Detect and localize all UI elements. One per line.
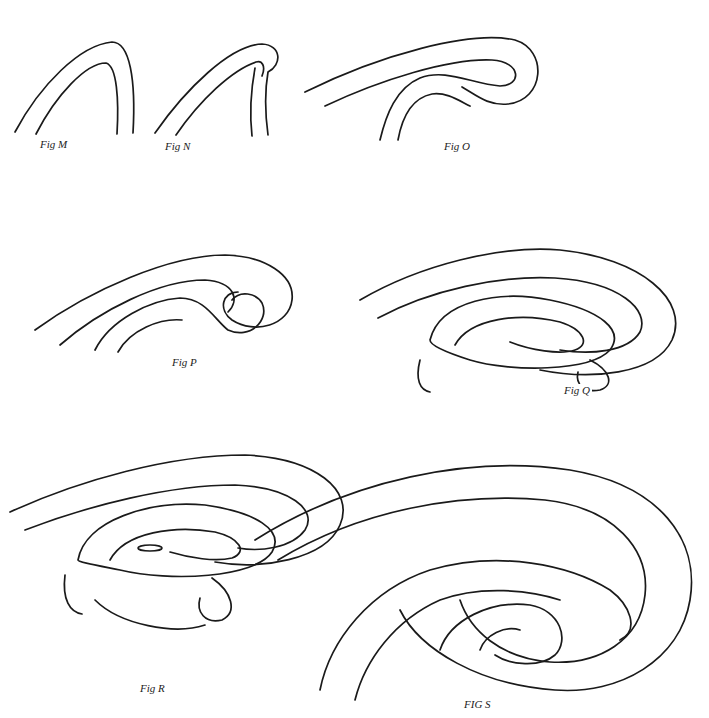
figure-label: Fig O: [442, 140, 472, 152]
fig-q-sketch: [360, 249, 676, 392]
figure-label: Fig N: [163, 140, 192, 152]
fig-r-sketch: [10, 455, 343, 629]
figure-label: FIG S: [462, 698, 493, 710]
figure-label: Fig M: [38, 138, 69, 150]
figure-label: Fig R: [138, 682, 167, 694]
fig-n-sketch: [155, 44, 278, 136]
figure-label: Fig P: [170, 356, 199, 368]
fig-p-sketch: [35, 255, 292, 352]
fig-s-sketch: [255, 466, 692, 700]
fig-m-sketch: [15, 42, 134, 134]
fig-o-sketch: [305, 38, 538, 140]
figure-label: Fig Q: [562, 384, 592, 396]
